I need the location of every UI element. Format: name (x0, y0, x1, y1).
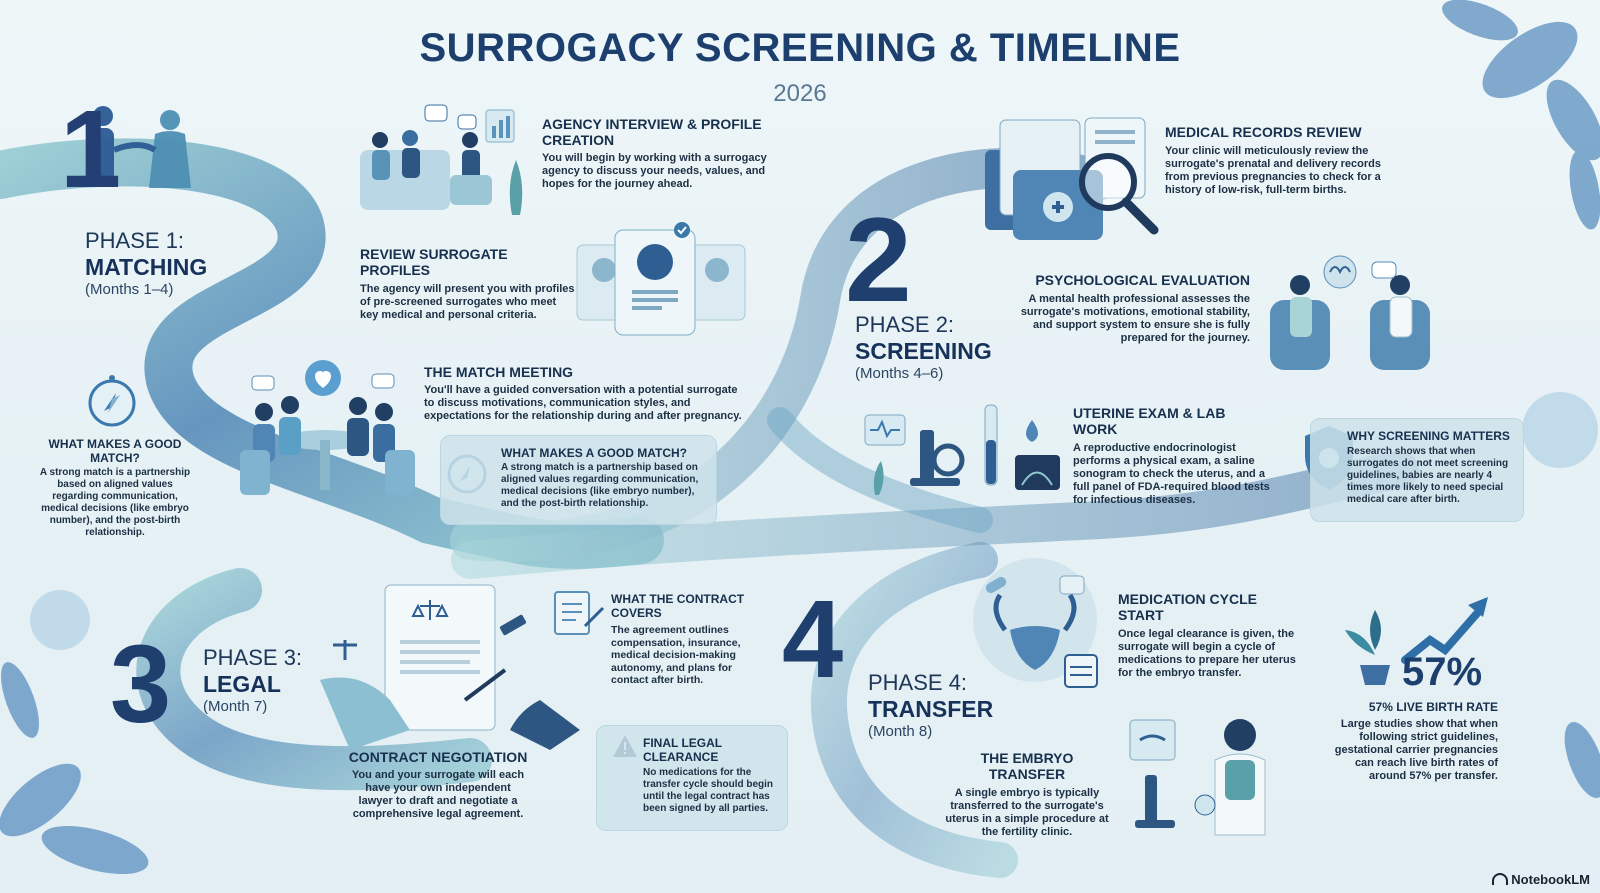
agency-interview-block: AGENCY INTERVIEW & PROFILE CREATION You … (542, 116, 772, 191)
live-birth-rate-heading: 57% LIVE BIRTH RATE (1368, 700, 1498, 714)
medication-illustration (973, 558, 1098, 688)
legal-clearance-text: No medications for the transfer cycle sh… (643, 767, 774, 814)
phase-3-months: (Month 7) (203, 698, 268, 715)
live-birth-rate-text: Large studies show that when following s… (1334, 718, 1498, 782)
phase-4-label: PHASE 4: (868, 670, 968, 695)
records-review-block: MEDICAL RECORDS REVIEW Your clinic will … (1165, 124, 1395, 197)
records-review-text: Your clinic will meticulously review the… (1165, 145, 1381, 196)
embryo-transfer-heading: THE EMBRYO TRANSFER (980, 750, 1074, 782)
brand-name: NotebookLM (1511, 872, 1590, 887)
phase-4-months: (Month 8) (868, 723, 933, 740)
why-screening-card: WHY SCREENING MATTERS Research shows tha… (1310, 418, 1524, 522)
match-meeting-heading: THE MATCH MEETING (424, 364, 574, 380)
live-birth-rate-value: 57% (1402, 650, 1483, 694)
contract-illustration (320, 584, 580, 750)
phase-4-label-group: PHASE 4: TRANSFER (Month 8) (868, 670, 993, 742)
agency-interview-text: You will begin by working with a surroga… (542, 152, 767, 190)
uterine-exam-block: UTERINE EXAM & LAB WORK A reproductive e… (1073, 405, 1273, 507)
uterine-exam-heading: UTERINE EXAM & LAB WORK (1073, 405, 1226, 437)
interview-illustration (360, 104, 523, 215)
phase-1-label: PHASE 1: (85, 228, 185, 253)
review-profiles-text: The agency will present you with profile… (360, 283, 575, 321)
profile-cards-illustration (576, 222, 746, 336)
psych-evaluation-heading: PSYCHOLOGICAL EVALUATION (1035, 272, 1250, 288)
match-meeting-block: THE MATCH MEETING You'll have a guided c… (424, 364, 749, 423)
page-year: 2026 (773, 80, 827, 107)
lab-work-illustration (864, 404, 1060, 495)
embryo-transfer-text: A single embryo is typically transferred… (945, 787, 1109, 838)
embryo-transfer-illustration (1129, 719, 1266, 836)
page-title: SURROGACY SCREENING & TIMELINE (419, 26, 1181, 70)
brand-watermark: NotebookLM (1492, 872, 1590, 887)
notebooklm-logo-icon (1492, 873, 1509, 885)
legal-clearance-heading: FINAL LEGAL CLEARANCE (643, 736, 722, 764)
document-icon (554, 591, 605, 635)
review-profiles-heading: REVIEW SURROGATE PROFILES (360, 246, 508, 278)
embryo-transfer-block: THE EMBRYO TRANSFER A single embryo is t… (942, 750, 1112, 839)
contract-negotiation-block: CONTRACT NEGOTIATION You and your surrog… (348, 749, 528, 821)
medication-cycle-block: MEDICATION CYCLE START Once legal cleara… (1118, 591, 1303, 680)
contract-covers-block: WHAT THE CONTRACT COVERS The agreement o… (611, 592, 761, 687)
live-birth-rate-block: 57% LIVE BIRTH RATE Large studies show t… (1318, 700, 1498, 783)
phase-1-number: 1 (60, 88, 122, 211)
match-meeting-illustration (240, 360, 415, 495)
people-icon (92, 106, 191, 188)
phase-2-name: SCREENING (855, 338, 992, 364)
uterine-exam-text: A reproductive endocrinologist performs … (1073, 442, 1270, 506)
medication-cycle-heading: MEDICATION CYCLE START (1118, 591, 1257, 623)
compass-icon (88, 375, 136, 427)
psych-evaluation-text: A mental health professional assesses th… (1020, 293, 1250, 344)
good-match-card: WHAT MAKES A GOOD MATCH? A strong match … (440, 435, 717, 525)
phase-2-label: PHASE 2: (855, 312, 955, 337)
good-match-card-heading: WHAT MAKES A GOOD MATCH? (501, 446, 687, 460)
psych-evaluation-block: PSYCHOLOGICAL EVALUATION A mental health… (1010, 272, 1250, 345)
contract-covers-heading: WHAT THE CONTRACT COVERS (611, 592, 745, 620)
why-screening-text: Research shows that when surrogates do n… (1347, 446, 1509, 505)
good-match-card-text: A strong match is a partnership based on… (501, 462, 699, 509)
medication-cycle-text: Once legal clearance is given, the surro… (1118, 628, 1296, 679)
growth-arrow-icon (1345, 597, 1488, 685)
phase-3-name: LEGAL (203, 671, 281, 697)
phase-2-label-group: PHASE 2: SCREENING (Months 4–6) (855, 312, 992, 384)
legal-clearance-card: FINAL LEGAL CLEARANCE No medications for… (596, 725, 788, 831)
why-screening-heading: WHY SCREENING MATTERS (1347, 429, 1510, 443)
review-profiles-block: REVIEW SURROGATE PROFILES The agency wil… (360, 246, 575, 322)
good-match-left-heading: WHAT MAKES A GOOD MATCH? (48, 437, 182, 465)
medical-records-illustration (985, 117, 1159, 240)
records-review-heading: MEDICAL RECORDS REVIEW (1165, 124, 1362, 140)
psych-evaluation-illustration (1270, 255, 1430, 370)
phase-3-number: 3 (110, 623, 172, 746)
phase-4-number: 4 (782, 578, 844, 701)
contract-negotiation-text: You and your surrogate will each have yo… (351, 769, 525, 820)
phase-1-months: (Months 1–4) (85, 281, 174, 298)
phase-2-months: (Months 4–6) (855, 365, 944, 382)
phase-2-number: 2 (845, 193, 912, 327)
match-meeting-text: You'll have a guided conversation with a… (424, 384, 742, 422)
good-match-left-block: WHAT MAKES A GOOD MATCH? A strong match … (35, 437, 195, 539)
phase-3-label-group: PHASE 3: LEGAL (Month 7) (203, 645, 302, 717)
contract-covers-text: The agreement outlines compensation, ins… (611, 624, 741, 686)
phase-3-label: PHASE 3: (203, 645, 303, 670)
contract-negotiation-heading: CONTRACT NEGOTIATION (348, 749, 528, 765)
phase-1-label-group: PHASE 1: MATCHING (Months 1–4) (85, 228, 207, 300)
agency-interview-heading: AGENCY INTERVIEW & PROFILE CREATION (542, 116, 762, 148)
phase-1-name: MATCHING (85, 254, 208, 280)
phase-4-name: TRANSFER (868, 696, 994, 722)
good-match-left-text: A strong match is a partnership based on… (39, 467, 191, 538)
